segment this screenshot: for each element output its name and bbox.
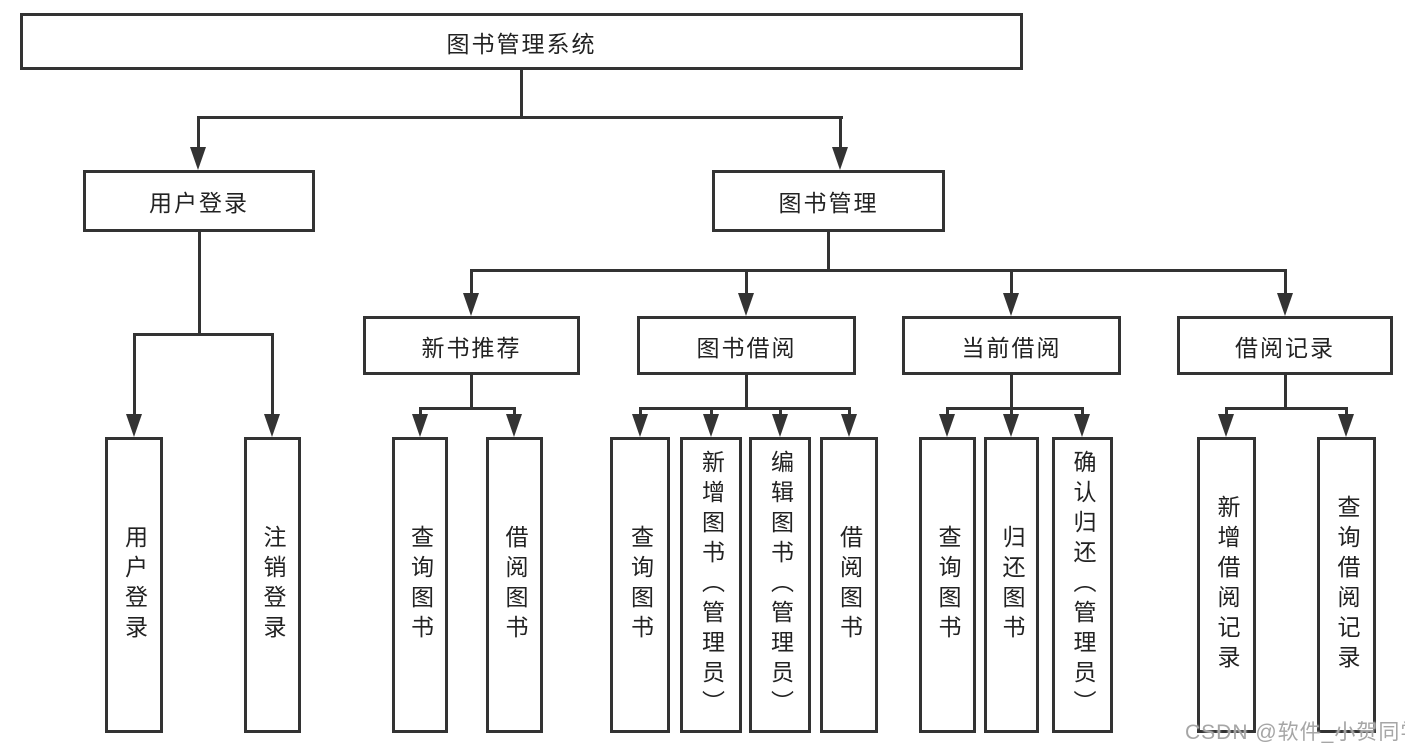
arrow-down-icon <box>1338 414 1354 437</box>
connector-line <box>1010 269 1013 296</box>
node-book-management: 图书管理 <box>712 170 945 232</box>
connector-line <box>198 232 201 336</box>
arrow-down-icon <box>703 414 719 437</box>
node-new-book-recommend: 新书推荐 <box>363 316 580 375</box>
leaf-add-borrow-record: 新增借阅记录 <box>1197 437 1256 733</box>
connector-line <box>745 375 748 410</box>
watermark-csdn: CSDN @软件_小贺同学 <box>1185 721 1405 744</box>
arrow-down-icon <box>264 414 280 437</box>
connector-line <box>1225 407 1228 418</box>
connector-line <box>1010 407 1013 418</box>
connector-line <box>419 407 516 410</box>
connector-line <box>1345 407 1348 418</box>
connector-line <box>1225 407 1348 410</box>
connector-line <box>1284 375 1287 410</box>
connector-line <box>470 269 473 296</box>
arrow-down-icon <box>1277 293 1293 316</box>
node-library-system: 图书管理系统 <box>20 13 1023 70</box>
connector-line <box>779 407 782 418</box>
node-current-borrow: 当前借阅 <box>902 316 1121 375</box>
arrow-down-icon <box>190 147 206 170</box>
leaf-query-book-2: 查询图书 <box>610 437 670 733</box>
arrow-down-icon <box>1074 414 1090 437</box>
leaf-borrow-book: 借阅图书 <box>486 437 543 733</box>
connector-line <box>848 407 851 418</box>
node-user-login: 用户登录 <box>83 170 315 232</box>
arrow-down-icon <box>126 414 142 437</box>
arrow-down-icon <box>1003 414 1019 437</box>
arrow-down-icon <box>841 414 857 437</box>
connector-line <box>946 407 949 418</box>
arrow-down-icon <box>412 414 428 437</box>
leaf-query-book-3: 查询图书 <box>919 437 976 733</box>
connector-line <box>513 407 516 418</box>
connector-line <box>1284 269 1287 296</box>
connector-line <box>1010 375 1013 410</box>
connector-line <box>520 70 523 119</box>
leaf-logout: 注销登录 <box>244 437 301 733</box>
connector-line <box>827 232 830 272</box>
arrow-down-icon <box>632 414 648 437</box>
leaf-query-borrow-record: 查询借阅记录 <box>1317 437 1376 733</box>
leaf-edit-book-admin: 编辑图书（管理员） <box>749 437 811 733</box>
connector-line <box>639 407 851 410</box>
connector-line <box>710 407 713 418</box>
connector-line <box>745 269 748 296</box>
connector-line <box>839 116 842 152</box>
connector-line <box>197 116 200 152</box>
arrow-down-icon <box>832 147 848 170</box>
connector-line <box>271 333 274 415</box>
arrow-down-icon <box>1218 414 1234 437</box>
leaf-return-book: 归还图书 <box>984 437 1039 733</box>
connector-line <box>946 407 1084 410</box>
leaf-confirm-return-admin: 确认归还（管理员） <box>1052 437 1113 733</box>
connector-line <box>419 407 422 418</box>
arrow-down-icon <box>463 293 479 316</box>
node-book-borrow: 图书借阅 <box>637 316 856 375</box>
connector-line <box>639 407 642 418</box>
connector-line <box>470 269 1287 272</box>
arrow-down-icon <box>738 293 754 316</box>
leaf-borrow-book-2: 借阅图书 <box>820 437 878 733</box>
arrow-down-icon <box>939 414 955 437</box>
arrow-down-icon <box>1003 293 1019 316</box>
node-borrow-records: 借阅记录 <box>1177 316 1393 375</box>
arrow-down-icon <box>772 414 788 437</box>
connector-line <box>197 116 843 119</box>
leaf-add-book-admin: 新增图书（管理员） <box>680 437 742 733</box>
leaf-query-book: 查询图书 <box>392 437 448 733</box>
connector-line <box>133 333 136 415</box>
arrow-down-icon <box>506 414 522 437</box>
leaf-user-login: 用户登录 <box>105 437 163 733</box>
connector-line <box>1081 407 1084 418</box>
connector-line <box>470 375 473 410</box>
connector-line <box>133 333 274 336</box>
